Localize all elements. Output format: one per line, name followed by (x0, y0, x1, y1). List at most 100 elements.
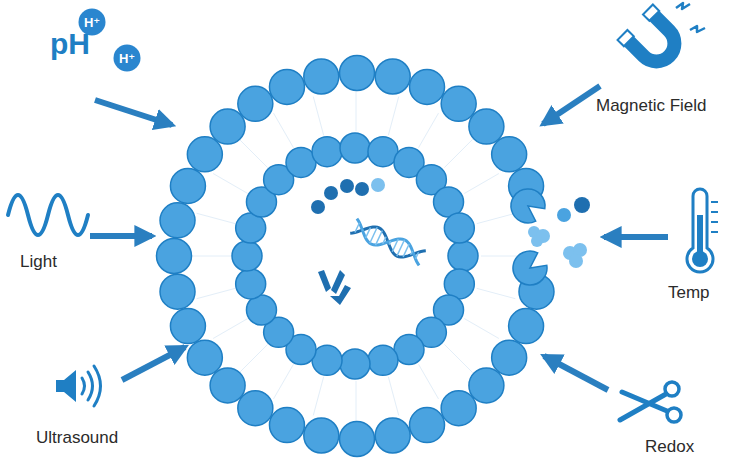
cargo-dot (324, 186, 338, 200)
scissors-icon (620, 382, 681, 422)
spoke-line (419, 364, 439, 399)
lipid-bead (170, 168, 205, 203)
cargo-particle (531, 235, 543, 247)
antibody-shape (318, 270, 331, 292)
spoke-line (464, 174, 499, 194)
lipid-bead (160, 274, 195, 309)
lipid-bead (469, 109, 504, 144)
cargo-dot (311, 200, 325, 214)
stimulus-arrow (544, 356, 608, 390)
lipid-bead (304, 59, 339, 94)
spoke-line (444, 344, 472, 372)
lipid-bead (375, 418, 410, 453)
stimulus-label: Light (20, 252, 57, 272)
nanocarrier (157, 56, 591, 457)
stimulus-label: Magnetic Field (596, 96, 707, 116)
lipid-bead (441, 86, 476, 121)
lipid-bead (238, 391, 273, 426)
dna-rung (370, 227, 377, 243)
dna-helix (350, 218, 426, 266)
lipid-bead (312, 137, 342, 167)
spoke-line (197, 288, 236, 298)
spoke-line (197, 213, 236, 223)
spoke-line (213, 174, 248, 194)
lipid-bead (160, 203, 195, 238)
dna-rung (411, 251, 413, 255)
spoke-line (477, 288, 516, 298)
stimulus-label: Redox (645, 437, 694, 457)
lipid-bead (492, 137, 527, 172)
lipid-bead (492, 340, 527, 375)
lipid-bead (340, 56, 375, 91)
spoke-line (388, 97, 398, 136)
speaker-icon (56, 366, 101, 406)
spoke-line (464, 319, 499, 339)
stimulus-arrow (122, 347, 185, 380)
stimulus-label: Ultrasound (36, 428, 118, 448)
spoke-line (477, 213, 516, 223)
lipid-bead (157, 239, 192, 274)
spoke-line (388, 377, 398, 416)
dna-rung (403, 244, 409, 257)
lipid-bead (210, 368, 245, 403)
dna-rung (366, 227, 371, 237)
stimulus-heading: pH (50, 27, 90, 61)
lipid-bead (448, 241, 478, 271)
lipid-bead (210, 109, 245, 144)
lipid-bead (368, 345, 398, 375)
dna-rung (389, 241, 391, 245)
inner-bead-ring (232, 133, 478, 379)
lipid-bead (444, 213, 474, 243)
spoke-line (191, 256, 231, 257)
spoke-line (274, 364, 294, 399)
antibody-cargo (318, 270, 351, 305)
lipid-bead (509, 309, 544, 344)
lipid-bead (441, 391, 476, 426)
dna-rung (355, 223, 360, 233)
dna-rung (397, 240, 405, 256)
stimulus-arrow (95, 100, 172, 125)
spoke-line (481, 256, 521, 257)
spoke-line (239, 344, 267, 372)
lipid-bead (238, 86, 273, 121)
spoke-line (444, 139, 472, 167)
cargo-dot (340, 179, 354, 193)
dna-rung (415, 252, 418, 259)
stimulus-arrow (543, 86, 600, 124)
lipid-bead (410, 408, 445, 443)
membrane-spokes (191, 91, 521, 421)
spoke-line (356, 91, 357, 131)
spoke-line (239, 139, 267, 167)
released-cargo (528, 197, 590, 268)
lipid-bead (187, 137, 222, 172)
lipid-bead (340, 422, 375, 457)
lipid-bead (340, 349, 370, 379)
peptide-chain (311, 178, 385, 214)
spoke-line (313, 97, 323, 136)
lipid-bead (232, 241, 262, 271)
light-wave-icon (8, 195, 88, 235)
spoke-line (356, 381, 357, 421)
stimulus-arrow (90, 233, 152, 239)
dna-rung (392, 239, 398, 252)
lipid-bead (340, 133, 370, 163)
ion-label: H⁺ (113, 44, 141, 72)
lipid-bead (187, 340, 222, 375)
lipid-bead (269, 69, 304, 104)
spoke-line (274, 113, 294, 148)
cargo-dot (371, 178, 385, 192)
dna-rung (383, 237, 386, 244)
dna-rung (376, 230, 383, 245)
lipid-bead (170, 309, 205, 344)
thermometer-icon (687, 189, 718, 272)
magnet-spark (676, 3, 705, 32)
lipid-bead (304, 418, 339, 453)
magnet-icon (618, 5, 687, 74)
cargo-particle (569, 254, 583, 268)
lipid-bead (269, 408, 304, 443)
ion-circle: H⁺ (113, 44, 141, 72)
spoke-line (313, 377, 323, 416)
cargo-particle (557, 208, 571, 222)
